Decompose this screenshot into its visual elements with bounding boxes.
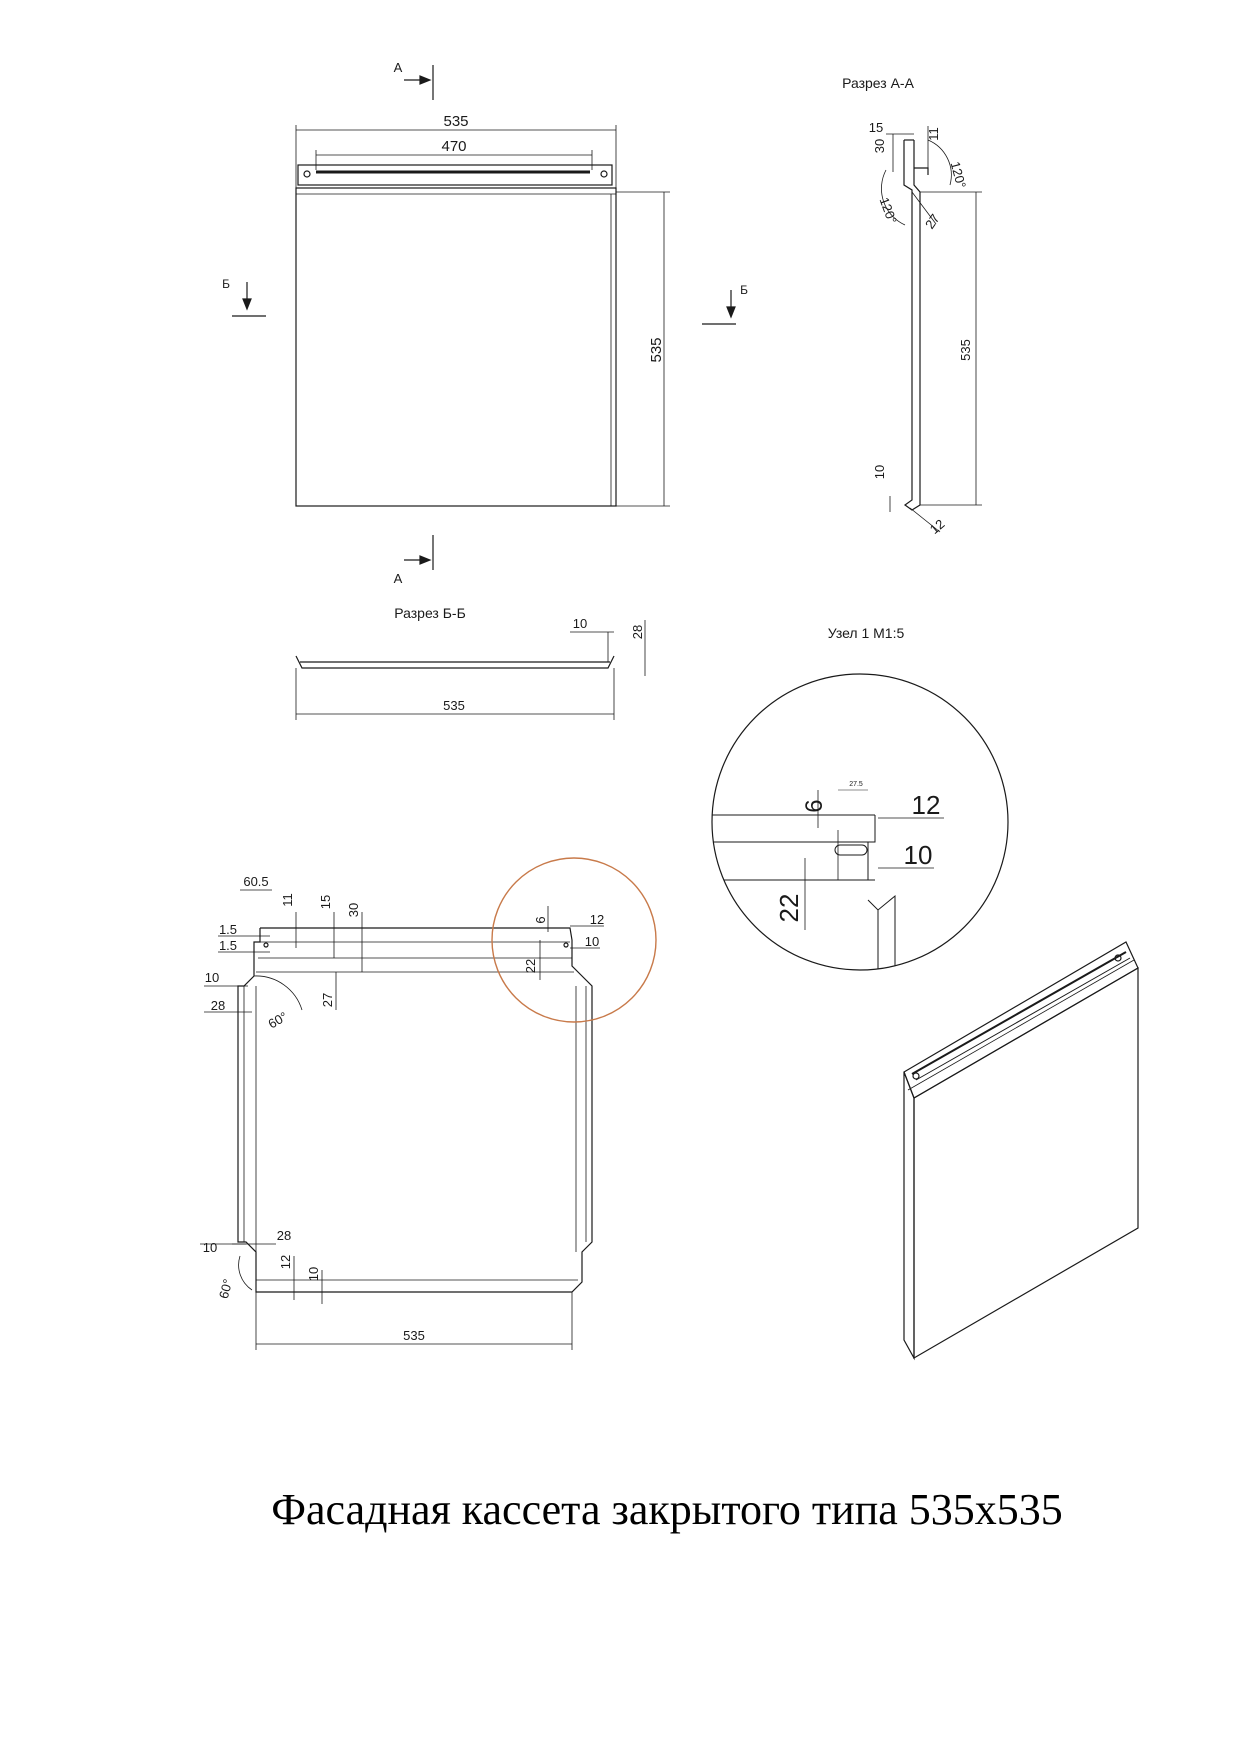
blank-dim-28-text: 28 (211, 998, 225, 1013)
blank-bottom-10b-text: 10 (306, 1267, 321, 1281)
section-aa-dim-11-text: 11 (926, 127, 941, 141)
iso-rail-2 (915, 957, 1131, 1081)
blank-dim-30-text: 30 (346, 903, 361, 917)
front-rail-hole-right (600, 170, 608, 178)
section-bb-dim-28-text: 28 (630, 625, 645, 639)
blank-node-6-text: 6 (533, 916, 548, 923)
marker-a-top-arrowhead (419, 75, 432, 85)
section-aa-dim-12-text: 12 (927, 516, 948, 537)
node-notch (867, 815, 876, 880)
section-aa-dim-10-text: 10 (872, 465, 887, 479)
front-rail-hole-left (303, 170, 311, 178)
section-markers (232, 65, 736, 570)
blank-view (200, 889, 604, 1350)
section-aa-profile (881, 126, 982, 533)
blank-dim-27-text: 27 (320, 993, 335, 1007)
section-aa-dim-27-text: 27 (922, 211, 943, 231)
iso-bend (907, 959, 1135, 1091)
section-aa-dim-27 (911, 191, 937, 225)
blank-bottom-12-text: 12 (278, 1255, 293, 1269)
node-label: Узел 1 М1:5 (828, 625, 905, 641)
marker-b-right-label: Б (740, 283, 748, 297)
node-dim-6-text: 6 (801, 799, 828, 812)
node-circle (711, 673, 1009, 971)
blank-node-highlight (491, 857, 657, 1023)
node-dim-12-text: 12 (912, 790, 941, 820)
iso-rail-1 (911, 951, 1127, 1075)
marker-a-bottom-label: А (394, 571, 403, 586)
blank-bottom-60-text: 60° (216, 1277, 236, 1300)
front-rail (297, 164, 613, 186)
section-bb-dim-10-text: 10 (573, 616, 587, 631)
section-aa-dim-12 (909, 507, 941, 533)
blank-hole-right (563, 942, 569, 948)
blank-node-12-text: 12 (590, 912, 604, 927)
section-bb-dim-535-text: 535 (443, 698, 465, 713)
blank-dim-10-text: 10 (205, 970, 219, 985)
blank-dim-15-text: 15 (318, 895, 333, 909)
blank-dim-1-5b-text: 1.5 (219, 938, 237, 953)
marker-b-right-arrowhead (726, 306, 736, 319)
front-dim-height-text: 535 (648, 337, 665, 362)
marker-b-left-label: Б (222, 277, 230, 291)
blank-bottom-10-text: 10 (203, 1240, 217, 1255)
section-aa-outline (903, 140, 921, 511)
blank-hole-left (263, 942, 269, 948)
blank-angle-60-text: 60° (265, 1009, 290, 1032)
iso-left-face (903, 1071, 915, 1361)
blank-node-10-text: 10 (585, 934, 599, 949)
iso-top-flange (903, 941, 1139, 1099)
section-aa-dim-15-text: 15 (869, 120, 883, 135)
section-aa-dim-30-text: 30 (872, 139, 887, 153)
drawing-title: Фасадная кассета закрытого типа 535x535 (271, 1485, 1063, 1534)
marker-a-top-label: А (394, 60, 403, 75)
isometric-view (903, 941, 1139, 1361)
iso-front-face (913, 966, 1139, 1360)
section-aa-angle-120a-text: 120° (948, 160, 969, 190)
blank-arc-60-top (253, 975, 303, 1011)
section-bb-label: Разрез Б-Б (394, 605, 466, 621)
blank-arc-60-bottom (238, 1255, 253, 1291)
front-dim-width-text: 535 (443, 113, 468, 130)
node-flap (867, 894, 896, 970)
marker-a-bottom-arrowhead (419, 555, 432, 565)
section-bb-outline (295, 655, 615, 669)
node-dim-22-text: 22 (774, 894, 804, 923)
section-aa-label: Разрез А-А (842, 75, 914, 91)
node-dim-27-text: 27.5 (849, 781, 863, 788)
front-view (295, 125, 670, 507)
section-bb-profile (295, 620, 646, 720)
blank-dim-60-5-text: 60.5 (243, 874, 268, 889)
section-aa-hook (914, 167, 929, 175)
section-aa-arc-120b (881, 169, 906, 226)
iso-hole-left (912, 1072, 920, 1080)
blank-dim-535-text: 535 (403, 1328, 425, 1343)
node-dim-10-text: 10 (904, 840, 933, 870)
section-aa-arc-120a (927, 139, 952, 186)
node-slot (834, 844, 868, 856)
blank-node-22-text: 22 (523, 959, 538, 973)
marker-b-left-arrowhead (242, 298, 252, 311)
front-panel (295, 187, 617, 507)
blank-outline (237, 927, 593, 1293)
front-dim-rail-text: 470 (441, 138, 466, 155)
section-aa-dim-535-text: 535 (958, 339, 973, 361)
blank-dim-11-text: 11 (280, 893, 295, 907)
section-aa-angle-120b-text: 120° (877, 195, 900, 225)
iso-hole-right (1114, 954, 1122, 962)
blank-dim-1-5a-text: 1.5 (219, 922, 237, 937)
blank-bottom-28-text: 28 (277, 1228, 291, 1243)
node-detail (711, 673, 1009, 971)
